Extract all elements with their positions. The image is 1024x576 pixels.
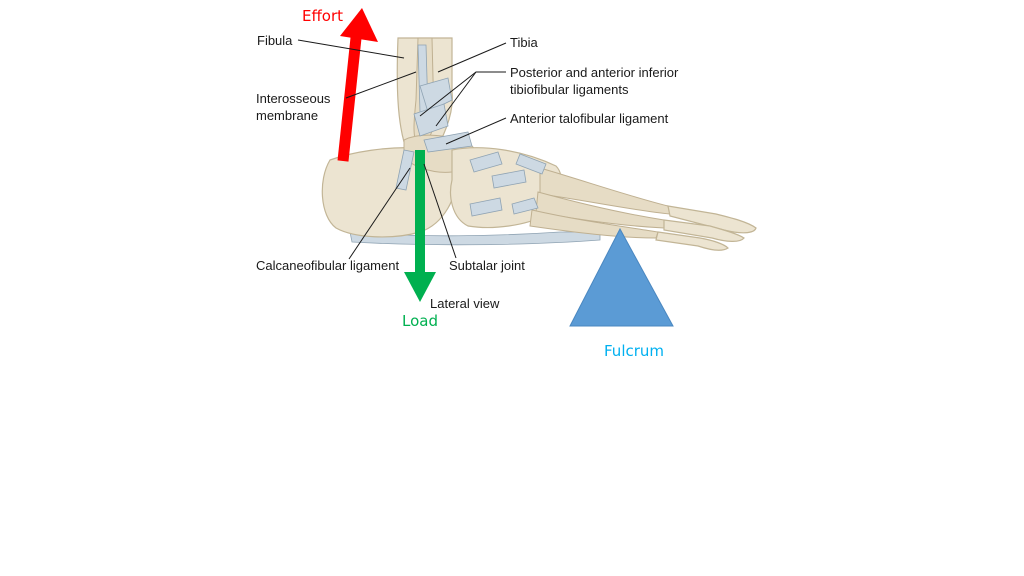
fibula-label: Fibula [257,33,293,48]
phalanges-1 [667,205,757,234]
calcaneofibular-label: Calcaneofibular ligament [256,258,399,273]
tibia-leader [437,42,507,73]
tarsal-ligament-e [511,197,539,215]
effort-arrow [337,8,378,162]
talofibular-label: Anterior talofibular ligament [510,111,669,126]
fulcrum-label: Fulcrum [604,342,664,360]
arrow-up-icon [340,8,378,42]
subtalar-leader [423,163,457,259]
tarsal-ligament-b [491,169,527,189]
talofibular-leader [445,117,507,145]
calcaneofibular-ligament-shape [395,149,415,191]
tibia-label: Tibia [510,35,538,50]
interosseous-leader [345,71,417,99]
interosseous-label-line1: Interosseous [256,91,331,106]
effort-label: Effort [302,7,343,25]
interosseous-label-line2: membrane [256,108,318,123]
subtalar-label: Subtalar joint [449,258,525,273]
leader-lines [297,39,507,260]
tarsal-ligament-a [469,151,503,173]
tibiofibular-ligament-shape-2 [413,103,449,137]
tibiofibular-leader-2 [435,71,477,127]
phalanges-3 [655,231,729,251]
fulcrum-triangle-icon [569,227,674,327]
plantar-ligament [349,231,601,246]
talofibular-ligament-shape [423,131,473,153]
arrow-down-icon [404,272,436,302]
tibiofibular-label-line1: Posterior and anterior inferior [510,65,679,80]
calcaneofibular-leader [348,167,411,260]
load-arrow [404,150,436,302]
tarsal-ligament-d [469,197,503,217]
view-label: Lateral view [430,296,500,311]
tarsal-ligament-c [515,153,547,175]
load-label: Load [402,312,438,330]
tibiofibular-ligament-shape [419,77,453,113]
tibiofibular-label-line2: tibiofibular ligaments [510,82,629,97]
fibula-leader [297,39,405,59]
phalanges-2 [663,219,745,242]
